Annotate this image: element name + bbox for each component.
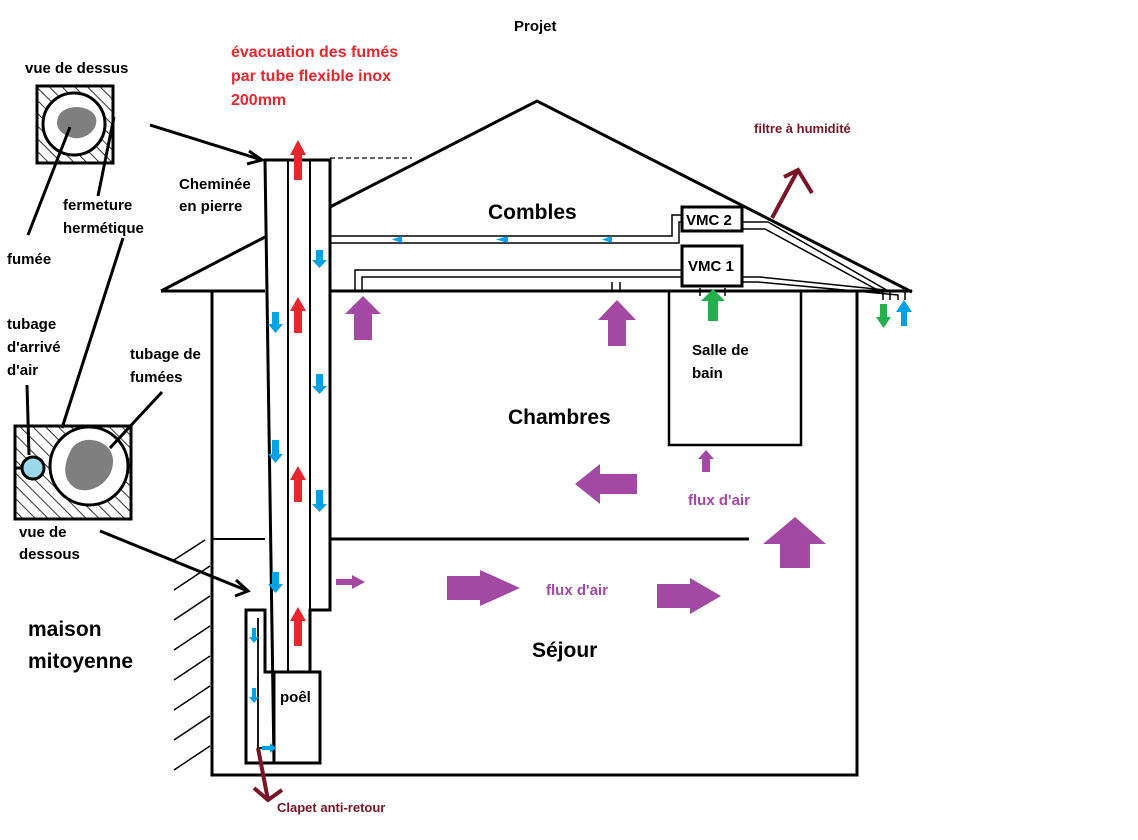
label-tubage-fumees-line2: fumées (130, 369, 183, 386)
vmc1-box (680, 244, 744, 288)
green-arrow-vmc1 (701, 289, 725, 321)
dark-red-arrows (252, 167, 814, 803)
left-wall (210, 291, 859, 777)
purple-up-right (763, 517, 826, 568)
purple-up-1 (345, 296, 381, 340)
label-vue-dessous-line1: vue de (19, 524, 67, 541)
purple-arrows (336, 296, 826, 614)
label-clapet: Clapet anti-retour (277, 800, 385, 815)
house-structure (160, 99, 913, 777)
purple-right-1 (447, 570, 520, 606)
bathroom-box (667, 289, 803, 447)
roof-main (329, 99, 913, 294)
label-maison-line1: maison (28, 618, 102, 641)
label-salle-de-bain-line2: bain (692, 365, 723, 382)
blue-arrow-r3 (312, 490, 327, 512)
red-arrow-2 (290, 297, 306, 333)
label-evacuation-line1: évacuation des fumés (231, 44, 398, 61)
roof-outline (160, 235, 266, 293)
pointer-lines (25, 116, 266, 598)
label-poel: poêl (280, 689, 311, 706)
red-arrow-4 (290, 607, 306, 646)
diagram-title: Projet (514, 18, 557, 35)
stove-box (272, 670, 322, 765)
mitoyenne-hatch (173, 539, 214, 775)
label-tubage-air-line1: tubage (7, 316, 56, 333)
red-arrow-1 (290, 140, 306, 180)
red-arrow-3 (290, 466, 306, 502)
label-vue-dessous-line2: dessous (19, 546, 80, 563)
pointer-tubage-air (25, 384, 31, 456)
label-sejour: Séjour (532, 639, 597, 662)
blue-arrow-s3 (262, 743, 276, 753)
label-combles: Combles (488, 201, 577, 224)
blue-arrow-l1 (268, 312, 283, 333)
label-evacuation-line2: par tube flexible inox (231, 68, 391, 85)
label-maison-line2: mitoyenne (28, 650, 133, 673)
blue-arrow-l2 (268, 440, 283, 463)
blue-arrow-duct-1 (392, 236, 402, 243)
label-fermeture-line2: hermétique (63, 220, 144, 237)
pointer-tubage-fumees (60, 237, 125, 429)
label-chambres: Chambres (508, 406, 611, 429)
purple-left (575, 464, 637, 504)
vmc-ducts (330, 214, 906, 300)
text-labels: Projet vue de dessus évacuation des fumé… (7, 18, 851, 815)
inset-vue-dessus (35, 84, 115, 165)
purple-small-right (336, 575, 365, 589)
label-cheminee-line2: en pierre (179, 198, 242, 215)
label-flux-air-upper: flux d'air (688, 492, 750, 509)
pointer-tubage-fumees-2 (108, 390, 164, 450)
purple-up-2 (598, 300, 636, 346)
label-vmc1: VMC 1 (688, 258, 734, 275)
green-arrows (701, 289, 891, 328)
blue-arrows (249, 236, 912, 753)
blue-arrow-duct-3 (602, 236, 612, 243)
label-tubage-air-line3: d'air (7, 362, 38, 379)
label-evacuation-line3: 200mm (231, 92, 286, 109)
label-flux-air-lower: flux d'air (546, 582, 608, 599)
label-salle-de-bain-line1: Salle de (692, 342, 749, 359)
label-cheminee-line1: Cheminée (179, 176, 251, 193)
blue-arrow-s1 (249, 628, 259, 643)
purple-right-2 (657, 578, 721, 614)
label-filtre: filtre à humidité (754, 121, 851, 136)
label-vmc2: VMC 2 (686, 212, 732, 229)
label-vue-dessus: vue de dessus (25, 60, 128, 77)
label-fumee: fumée (7, 251, 51, 268)
blue-arrow-r2 (312, 374, 327, 394)
blue-arrow-r1 (312, 250, 327, 268)
blue-arrow-l3 (268, 572, 283, 593)
filter-arrow (770, 169, 800, 219)
purple-up-bath (698, 450, 714, 472)
red-arrows (290, 140, 306, 646)
pointer-fumee (26, 126, 72, 236)
blue-arrow-outlet (896, 300, 912, 326)
clapet-arrow (256, 747, 270, 801)
label-tubage-fumees-line1: tubage de (130, 346, 201, 363)
blue-arrow-s2 (249, 688, 259, 703)
pointer-evacuation (149, 123, 263, 162)
vmc2-box (680, 205, 744, 233)
blue-arrow-duct-2 (496, 236, 508, 243)
label-fermeture-line1: fermeture (63, 197, 132, 214)
inset-vue-dessous (13, 424, 133, 521)
pointer-fermeture (96, 116, 116, 197)
pointer-vue-dessous (99, 529, 249, 593)
label-tubage-air-line2: d'arrivé (7, 339, 61, 356)
green-arrow-outlet (876, 304, 891, 328)
